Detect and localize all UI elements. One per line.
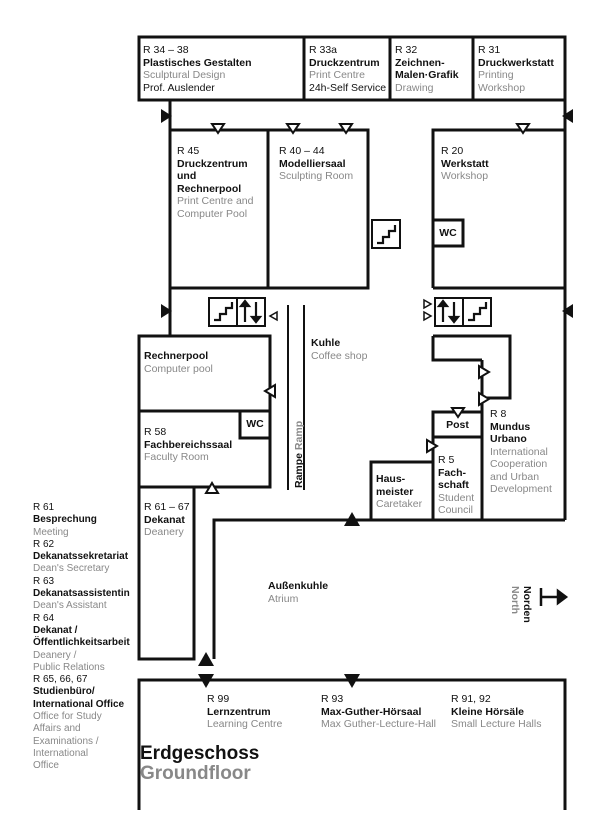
stairs-icon [468,302,488,322]
room-r34-38: R 34 – 38 Plastisches Gestalten Sculptur… [143,44,252,94]
room-r5: R 5 Fach- schaft Student Council [438,454,475,516]
room-r91-92: R 91, 92 Kleine Hörsäle Small Lecture Ha… [451,693,542,730]
door-marker [478,391,491,407]
room-r34-38-outline [137,35,567,102]
deanery-legend: R 61 Besprechung Meeting R 62 Dekanatsse… [33,502,130,772]
room-r58-outline [137,409,272,489]
door-marker [285,123,301,135]
room-r61-67: R 61 – 67 Dekanat Deanery [144,501,190,538]
room-r93: R 93 Max-Guther-Hörsaal Max Guther-Lectu… [321,693,436,730]
entrance-marker [198,652,214,666]
entrance-marker [198,674,214,688]
room-r45: R 45 Druckzentrum und Rechnerpool Print … [177,145,254,220]
door-marker [426,438,439,454]
door-marker [515,123,531,135]
entrance-marker [344,512,360,526]
room-r61-67-outline [137,485,196,661]
post-label: Post [446,419,469,431]
wc-label-right: WC [439,227,457,239]
room-r99: R 99 Lernzentrum Learning Centre [207,693,283,730]
entrance-marker [161,109,172,123]
door-marker [423,298,433,310]
room-r40-44-outline [266,128,370,290]
north-label: Norden North [509,586,533,623]
room-kuhle: Kuhle Coffee shop [311,337,368,362]
entrance-marker [562,109,573,123]
door-marker [204,481,220,494]
door-marker [210,123,226,135]
entrance-marker [562,304,573,318]
room-r32: R 32 Zeichnen- Malen·Grafik Drawing [395,44,459,94]
floor-title: Erdgeschoss Groundfloor [140,743,260,784]
door-marker [450,407,466,419]
north-arrow-icon [539,588,569,606]
entrance-marker [161,304,172,318]
door-marker [338,123,354,135]
stairs-icon [377,225,397,245]
room-r31: R 31 Druckwerkstatt Printing Workshop [478,44,554,94]
wc-box-right [431,218,465,248]
area-aussenkuhle: Außenkuhle Atrium [268,580,329,605]
room-hausmeister: Haus- meister Caretaker [376,473,423,510]
stairs-box-center [371,219,401,249]
stairs-icon [214,302,234,322]
room-r8: R 8 Mundus Urbano International Cooperat… [490,408,552,495]
wc-label-left: WC [246,418,264,430]
wc-box-left [238,409,272,440]
room-rechnerpool: Rechnerpool Computer pool [144,350,213,375]
room-r33a: R 33a Druckzentrum Print Centre 24h-Self… [309,44,387,94]
door-marker [268,310,278,322]
room-r40-44: R 40 – 44 Modelliersaal Sculpting Room [279,145,354,182]
ramp-label: Rampe Ramp [293,420,305,488]
door-marker [263,383,276,399]
entrance-marker [344,674,360,688]
door-marker [423,310,433,322]
room-r58: R 58 Fachbereichssaal Faculty Room [144,426,233,463]
door-marker [478,364,491,380]
room-r20: R 20 Werkstatt Workshop [441,145,489,182]
